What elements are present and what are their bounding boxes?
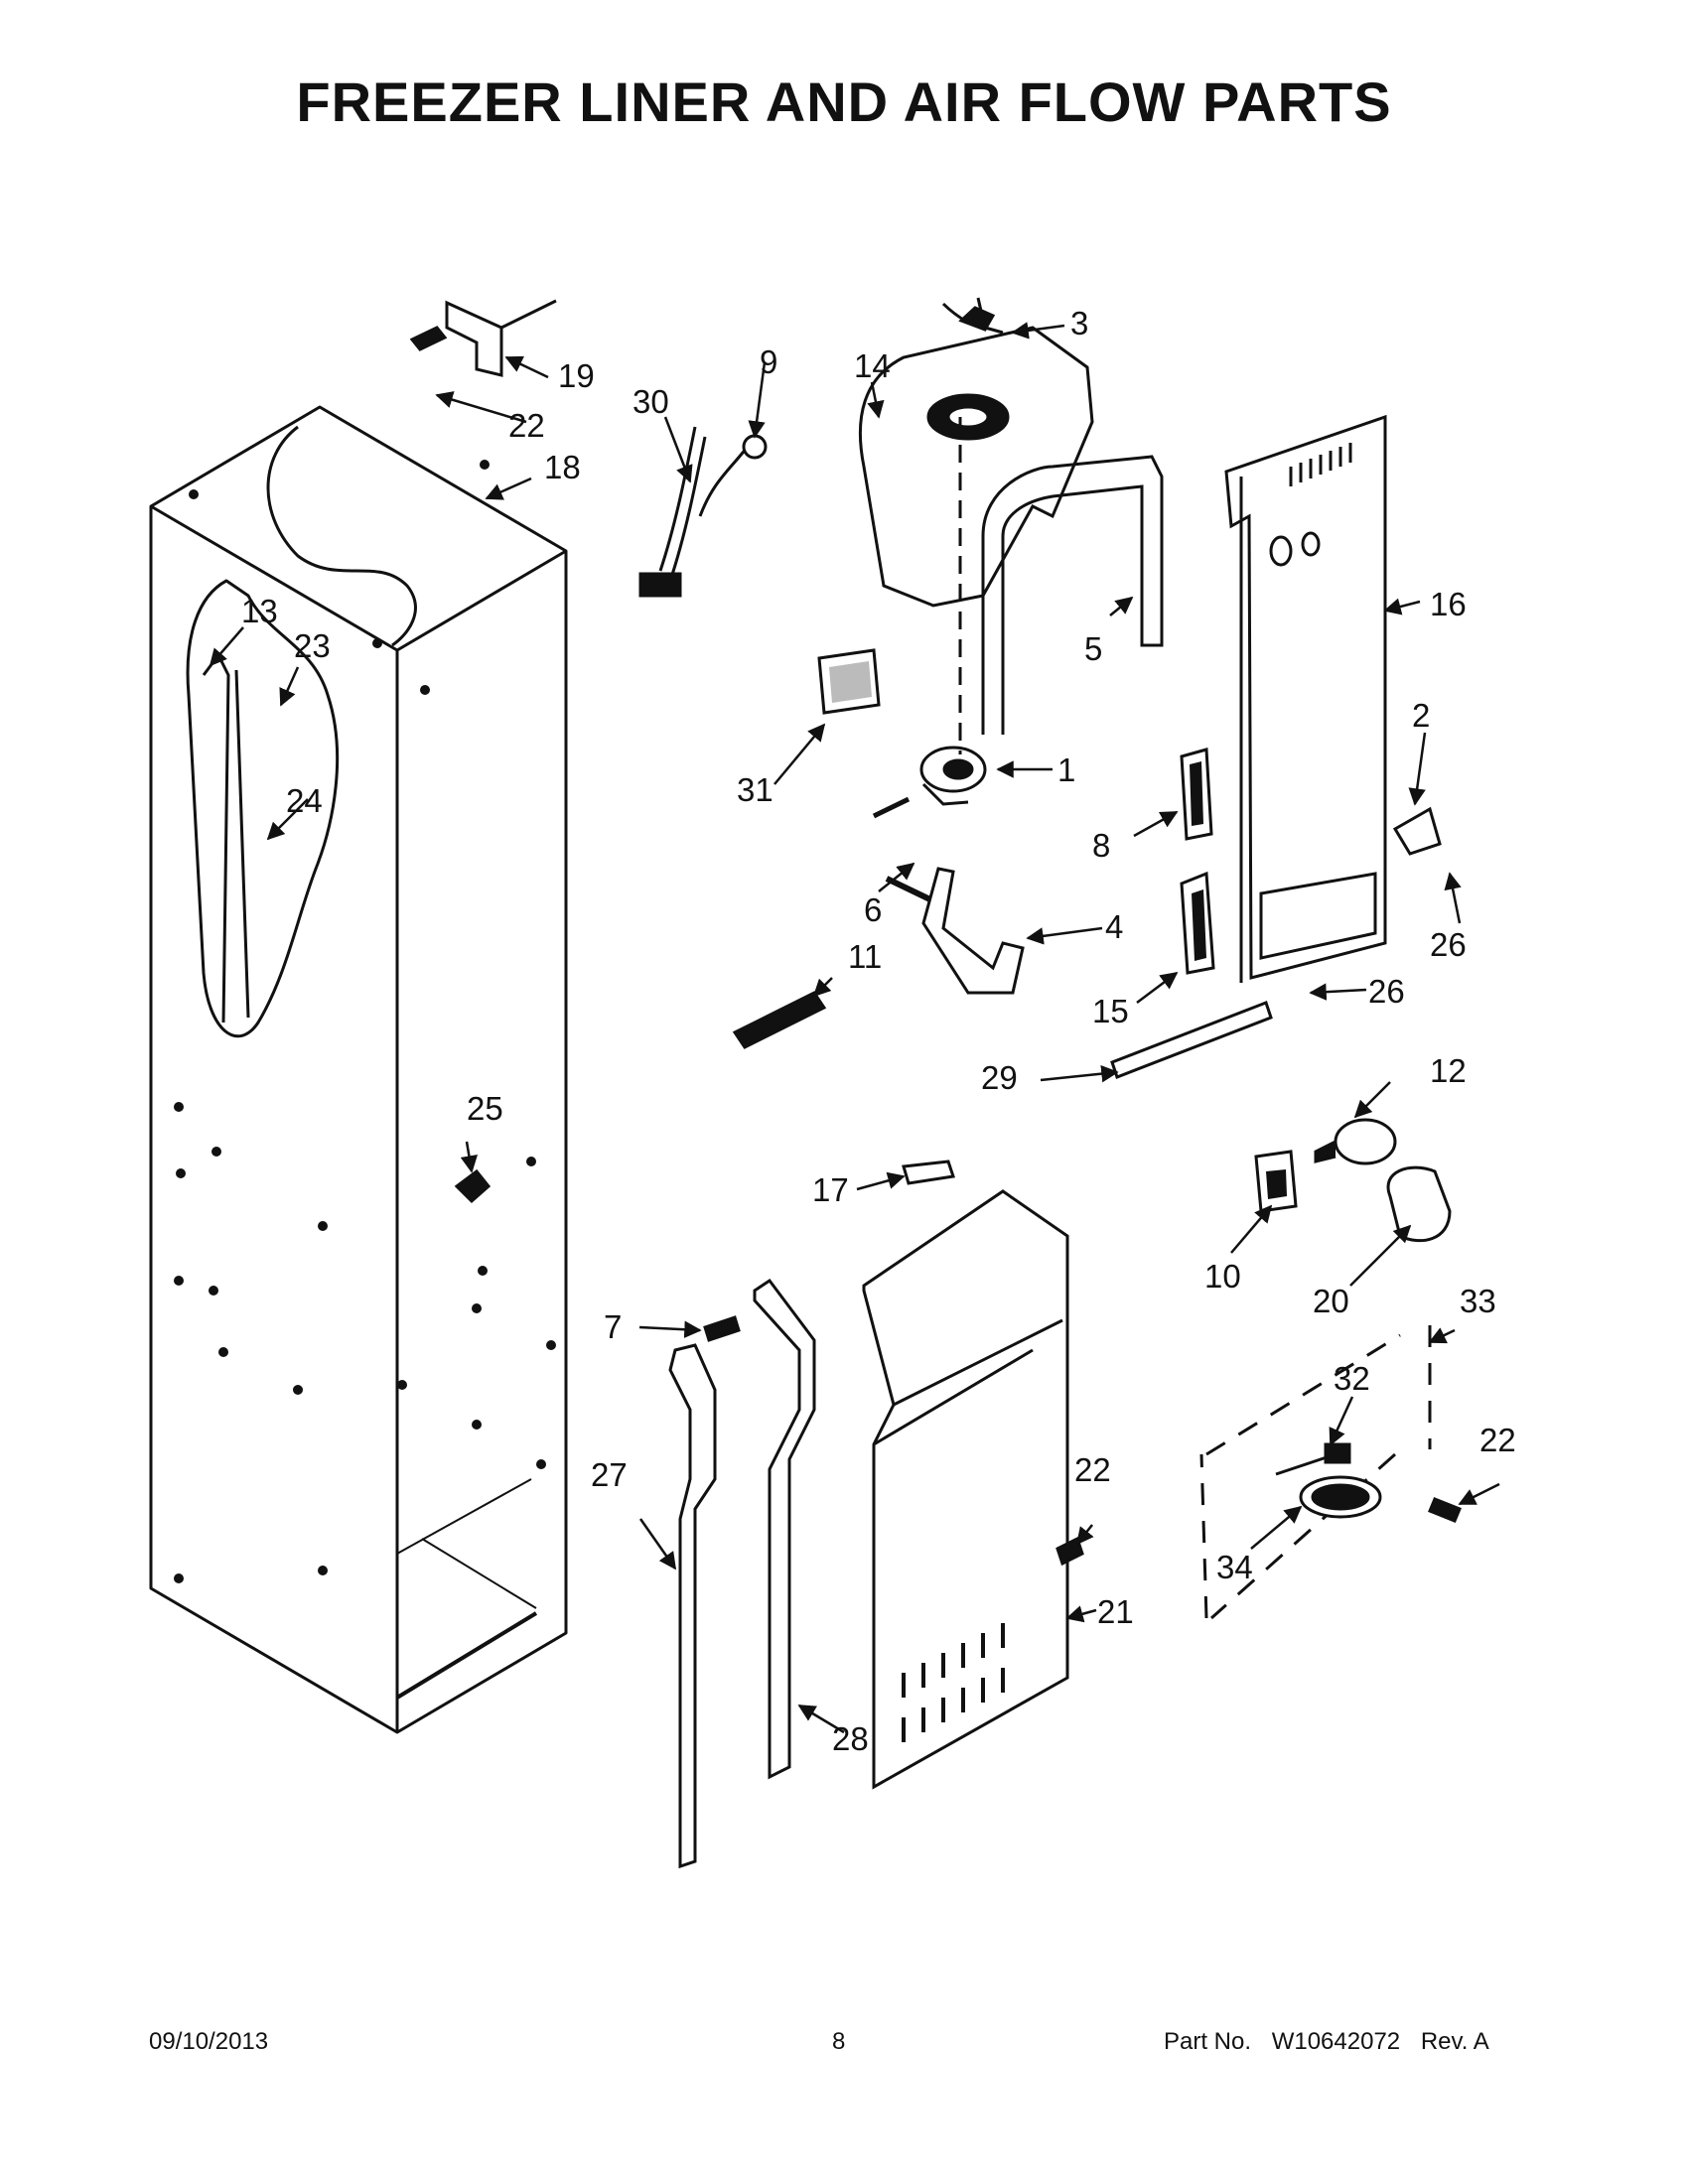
callout-26-lower: 26 — [1368, 973, 1405, 1010]
callout-24: 24 — [286, 782, 323, 819]
callout-2: 2 — [1412, 697, 1430, 734]
callout-9: 9 — [760, 343, 777, 380]
callout-3: 3 — [1070, 305, 1088, 341]
callout-16: 16 — [1430, 586, 1467, 622]
callout-15: 15 — [1092, 993, 1129, 1029]
callout-25: 25 — [467, 1090, 503, 1127]
callout-labels: 3 9 14 30 19 22 18 16 5 13 23 2 1 31 24 … — [241, 305, 1516, 1757]
callout-29: 29 — [981, 1059, 1018, 1096]
callout-27: 27 — [591, 1456, 628, 1493]
footer-page-number: 8 — [832, 2028, 846, 2055]
lower-panels — [454, 1160, 1084, 1869]
callout-22-top: 22 — [508, 407, 545, 444]
callout-1: 1 — [1057, 751, 1075, 788]
callout-34: 34 — [1216, 1549, 1253, 1585]
callout-13: 13 — [241, 593, 278, 629]
freezer-liner — [149, 405, 568, 1734]
footer-part-number: W10642072 — [1271, 2028, 1401, 2055]
light-assembly — [1199, 1118, 1462, 1620]
callout-7: 7 — [604, 1308, 622, 1345]
leader-lines — [209, 322, 1500, 1734]
callout-4: 4 — [1105, 908, 1123, 945]
callout-32: 32 — [1334, 1360, 1370, 1397]
callout-26-upper: 26 — [1430, 926, 1467, 963]
callout-11: 11 — [848, 938, 882, 975]
callout-23: 23 — [294, 627, 331, 664]
callout-28: 28 — [832, 1720, 869, 1757]
rear-panel-assembly — [1110, 414, 1442, 1079]
callout-19: 19 — [558, 357, 595, 394]
callout-17: 17 — [812, 1171, 849, 1208]
footer-date: 09/10/2013 — [149, 2028, 269, 2055]
callout-6: 6 — [864, 891, 882, 928]
callout-12: 12 — [1430, 1052, 1467, 1089]
callout-20: 20 — [1313, 1283, 1349, 1319]
callout-31: 31 — [737, 771, 774, 808]
evaporator-fan-assembly — [732, 297, 1164, 1049]
callout-22-mid: 22 — [1074, 1451, 1111, 1488]
callout-22-right: 22 — [1479, 1422, 1516, 1458]
callout-30: 30 — [633, 383, 669, 420]
callout-21: 21 — [1097, 1593, 1134, 1630]
parts-group-top-left — [409, 299, 881, 715]
page-title: FREEZER LINER AND AIR FLOW PARTS — [296, 70, 1392, 133]
callout-14: 14 — [854, 347, 891, 384]
callout-18: 18 — [544, 449, 581, 485]
callout-5: 5 — [1084, 630, 1102, 667]
callout-8: 8 — [1092, 827, 1110, 864]
footer-part-label: Part No. — [1164, 2028, 1252, 2055]
footer-part-info: Part No. W10642072 Rev. A — [1164, 2028, 1489, 2056]
callout-10: 10 — [1204, 1258, 1241, 1295]
callout-33: 33 — [1460, 1283, 1496, 1319]
footer-revision: Rev. A — [1420, 2028, 1489, 2055]
